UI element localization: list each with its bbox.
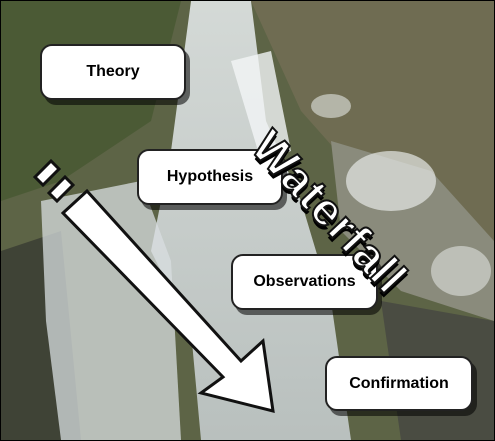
stage-observations-label: Observations: [253, 273, 356, 290]
stage-theory-label: Theory: [86, 63, 140, 80]
arrow-tail-dash-2: [32, 158, 62, 188]
arrow-tail-dash-1: [46, 174, 76, 204]
stage-confirmation-box: Confirmation: [325, 356, 473, 411]
arrow-shaft: [60, 188, 275, 413]
stage-hypothesis-label: Hypothesis: [166, 168, 254, 185]
stage-observations-box: Observations: [231, 254, 378, 310]
stage-confirmation-label: Confirmation: [349, 374, 449, 392]
stage-theory-box: Theory: [40, 44, 186, 100]
stage-hypothesis-box: Hypothesis: [137, 149, 283, 205]
